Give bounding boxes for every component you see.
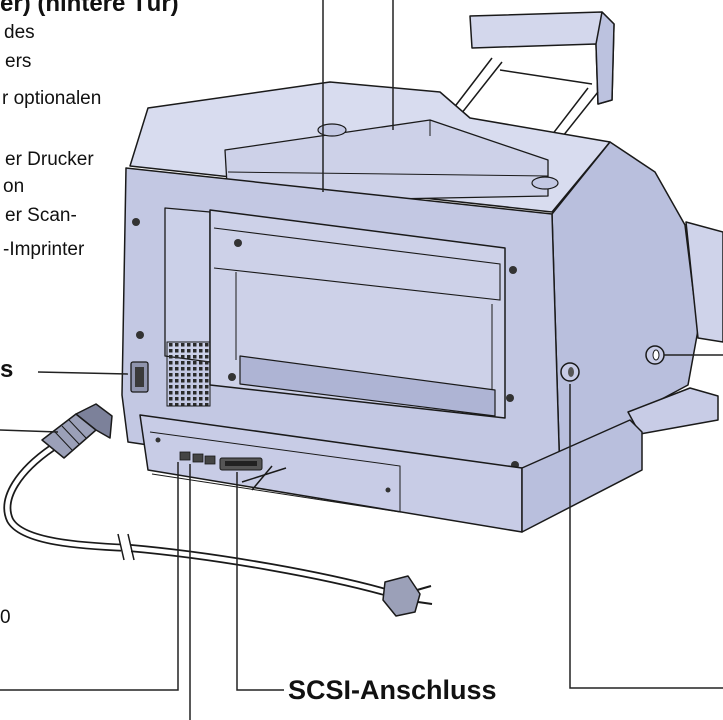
base-panel-outline: [149, 431, 401, 513]
section-heading: er) (hintere Tür): [0, 0, 179, 17]
description-line: on: [3, 176, 25, 197]
scanner-base-right: [521, 419, 643, 533]
screw: [132, 218, 140, 226]
left-panel: [164, 207, 211, 363]
description-line: -Imprinter: [3, 239, 85, 260]
leader-line: [0, 429, 59, 433]
leader-line: [0, 462, 179, 691]
description-line: des: [4, 22, 35, 43]
scsi-port-pins: [225, 461, 257, 466]
paper-chute-line: [227, 171, 549, 177]
plug-prong: [416, 585, 432, 591]
screw: [228, 373, 236, 381]
rear-door-fold: [213, 227, 501, 301]
output-tray-plate-edge: [595, 11, 615, 105]
label-fragment: 0: [0, 607, 11, 628]
leader-line: [236, 472, 284, 691]
leader-line: [37, 371, 129, 375]
power-label-fragment: s: [0, 356, 14, 383]
plug-prong: [417, 601, 433, 605]
roller: [531, 176, 559, 190]
cord-connector-rib: [54, 431, 73, 451]
cord-connector-head: [75, 403, 113, 439]
screw: [234, 239, 242, 247]
screw: [506, 394, 514, 402]
screw: [136, 331, 144, 339]
side-knob-inner: [568, 367, 574, 377]
screw: [509, 266, 517, 274]
power-socket-inner: [135, 367, 144, 387]
wall-plug: [382, 575, 421, 617]
side-feed-tray: [685, 221, 723, 343]
scsi-label: SCSI-Anschluss: [288, 675, 497, 705]
rear-door-opening: [239, 355, 496, 417]
description-line: r optionalen: [2, 88, 102, 109]
description-line: ers: [5, 51, 32, 72]
connector-port: [204, 455, 216, 465]
cord-break-mark: [117, 533, 125, 561]
description-line: er Drucker: [5, 149, 94, 170]
cable-clip: [251, 465, 273, 491]
power-cord: [5, 445, 395, 597]
cord-break-gap: [121, 536, 131, 558]
description-line: er Scan-: [5, 205, 77, 226]
cord-connector-rib: [61, 425, 80, 445]
screw: [385, 487, 391, 493]
roller: [317, 123, 347, 137]
connector-port: [192, 453, 204, 463]
vent-grid: [166, 341, 211, 407]
connector-port: [179, 451, 191, 461]
side-button-inner: [652, 349, 660, 361]
screw: [155, 437, 161, 443]
cord-break-mark: [127, 533, 135, 561]
tray-crossbar: [499, 69, 593, 85]
cord-connector-rib: [68, 419, 87, 439]
leader-line: [569, 384, 723, 689]
